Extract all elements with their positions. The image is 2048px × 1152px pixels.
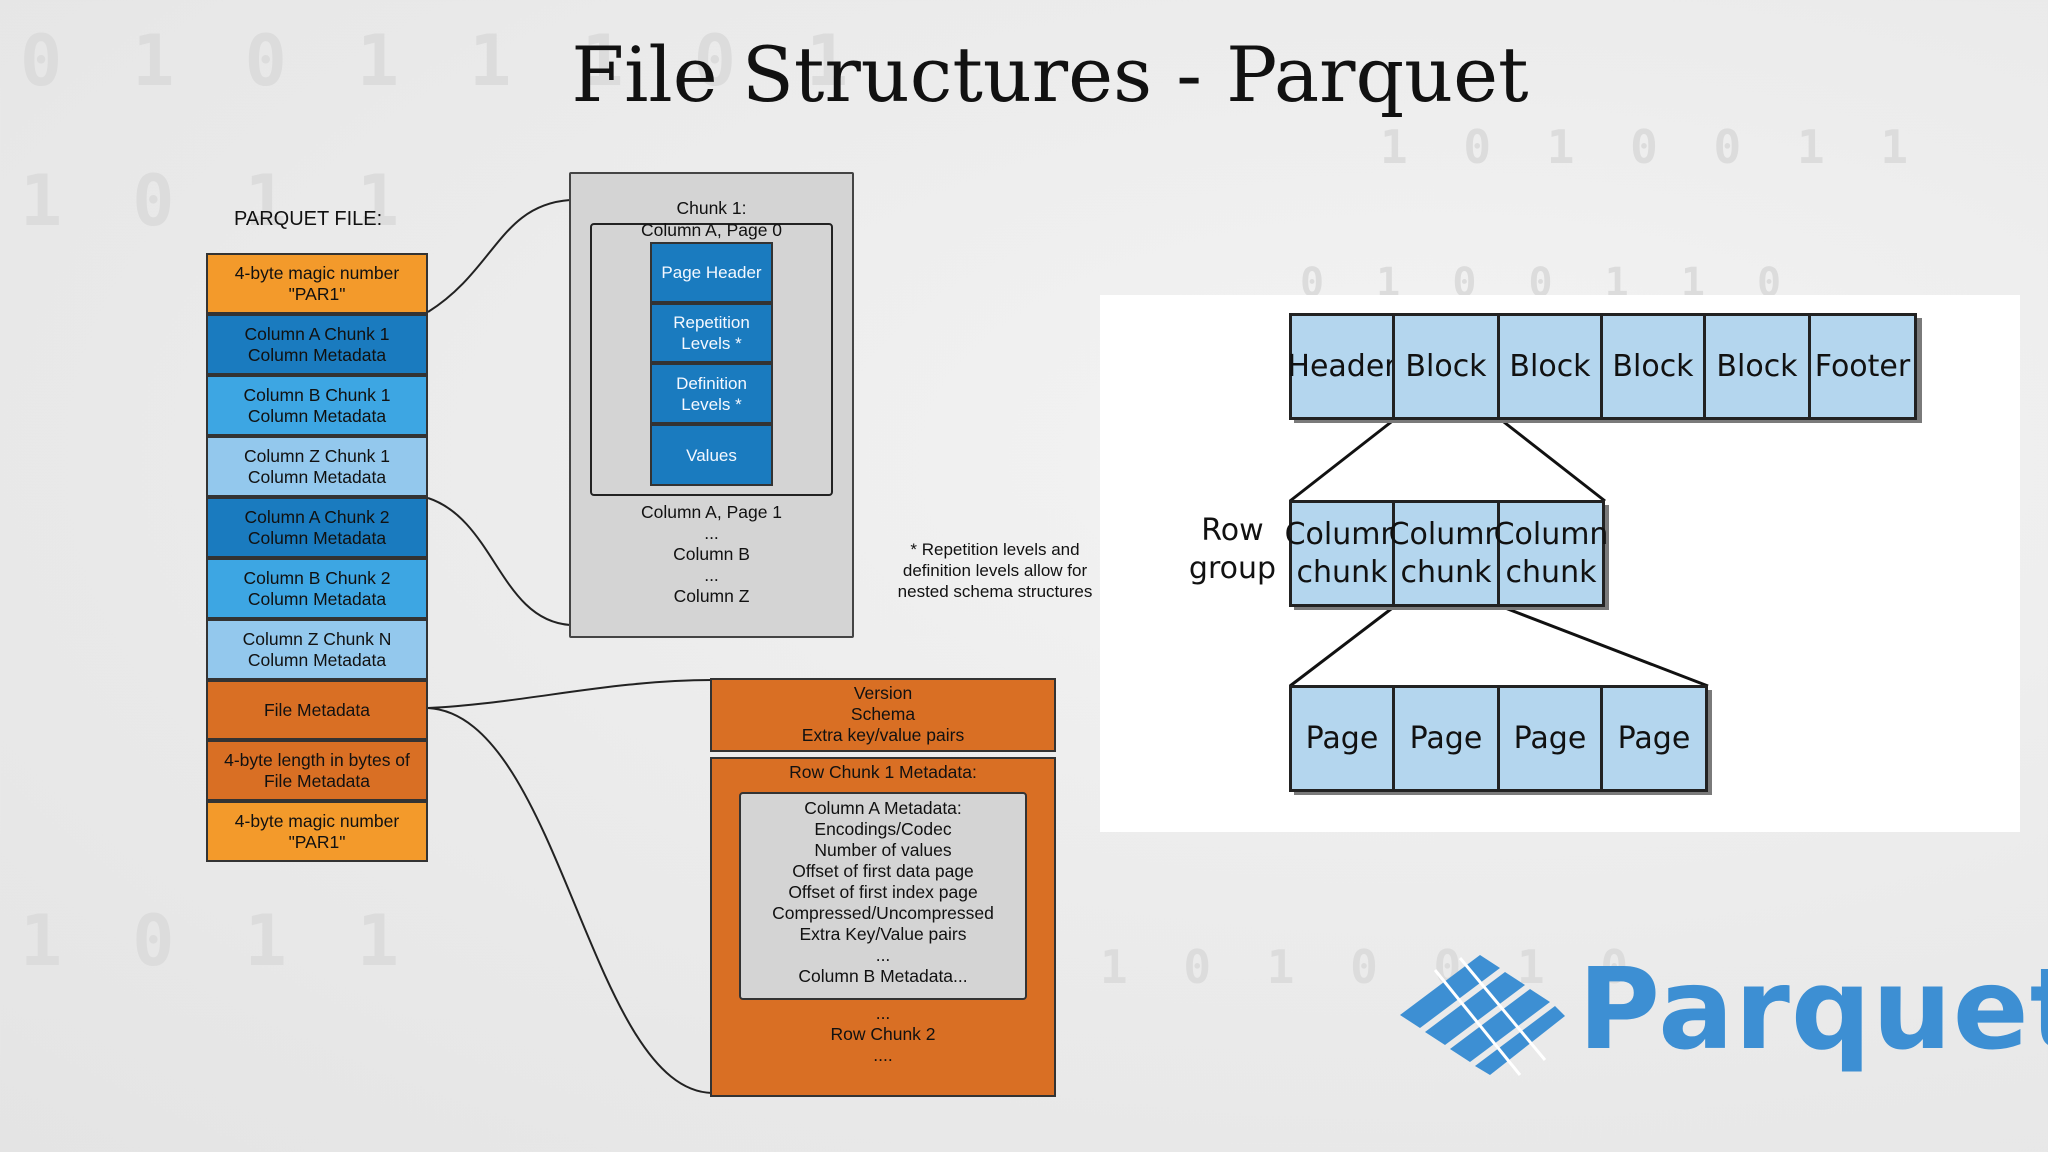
parquet-file-label: PARQUET FILE: [234,208,383,230]
column-chunk-cell: Column chunk [1285,500,1399,607]
background-digits: 1 0 1 0 0 1 0 [1100,940,1643,994]
values-block: Values [650,424,773,486]
block-cell: Block [1392,313,1500,420]
repetition-levels-block: Repetition Levels * [650,303,773,363]
block-cell: Block [1703,313,1811,420]
definition-levels-block: Definition Levels * [650,363,773,424]
column-a-chunk-1-block: Column A Chunk 1 Column Metadata [206,314,428,375]
file-footer-cell: Footer [1808,313,1917,420]
background-digits: 1 0 1 1 [20,900,414,982]
file-metadata-block: File Metadata [206,680,428,740]
row-chunk-2-text: ... Row Chunk 2 .... [830,1003,936,1065]
background-digits: 0 1 0 1 1 1 0 1 [20,20,863,102]
page-cell: Page [1392,685,1500,792]
column-metadata-box: Column A Metadata: Encodings/Codec Numbe… [739,792,1027,1000]
chunk-heading: Chunk 1: [676,198,747,218]
column-z-chunk-n-block: Column Z Chunk N Column Metadata [206,619,428,680]
block-cell: Block [1600,313,1706,420]
page-cell: Page [1289,685,1395,792]
column-b-chunk-2-block: Column B Chunk 2 Column Metadata [206,558,428,619]
magic-number-end-block: 4-byte magic number "PAR1" [206,801,428,862]
parquet-logo-icon [1400,955,1565,1076]
column-chunk-cell: Column chunk [1389,500,1503,607]
footnote: * Repetition levels and definition level… [897,540,1093,601]
magic-number-block: 4-byte magic number "PAR1" [206,253,428,314]
column-chunk-cell: Column chunk [1494,500,1608,607]
column-a-chunk-2-block: Column A Chunk 2 Column Metadata [206,497,428,558]
file-metadata-summary-box: Version Schema Extra key/value pairs [710,678,1056,752]
file-header-cell: Header [1287,313,1397,420]
page-cell: Page [1497,685,1603,792]
chunk-remaining-columns: Column A, Page 1 ... Column B ... Column… [640,502,783,606]
background-digits: 1 0 1 0 0 1 1 [1380,120,1923,174]
column-z-chunk-1-block: Column Z Chunk 1 Column Metadata [206,436,428,497]
page-header-block: Page Header [650,242,773,303]
row-group-label: Row group [1188,513,1277,586]
background-digits: 1 0 1 1 [20,160,414,242]
page-cell: Page [1600,685,1708,792]
page0-label: Column A, Page 0 [640,220,783,240]
block-cell: Block [1497,313,1603,420]
metadata-length-block: 4-byte length in bytes of File Metadata [206,740,428,801]
row-chunk-heading: Row Chunk 1 Metadata: [789,762,977,782]
page-title: File Structures - Parquet [571,30,1529,119]
column-b-chunk-1-block: Column B Chunk 1 Column Metadata [206,375,428,436]
parquet-logo-text: Parquet [1578,945,2048,1075]
